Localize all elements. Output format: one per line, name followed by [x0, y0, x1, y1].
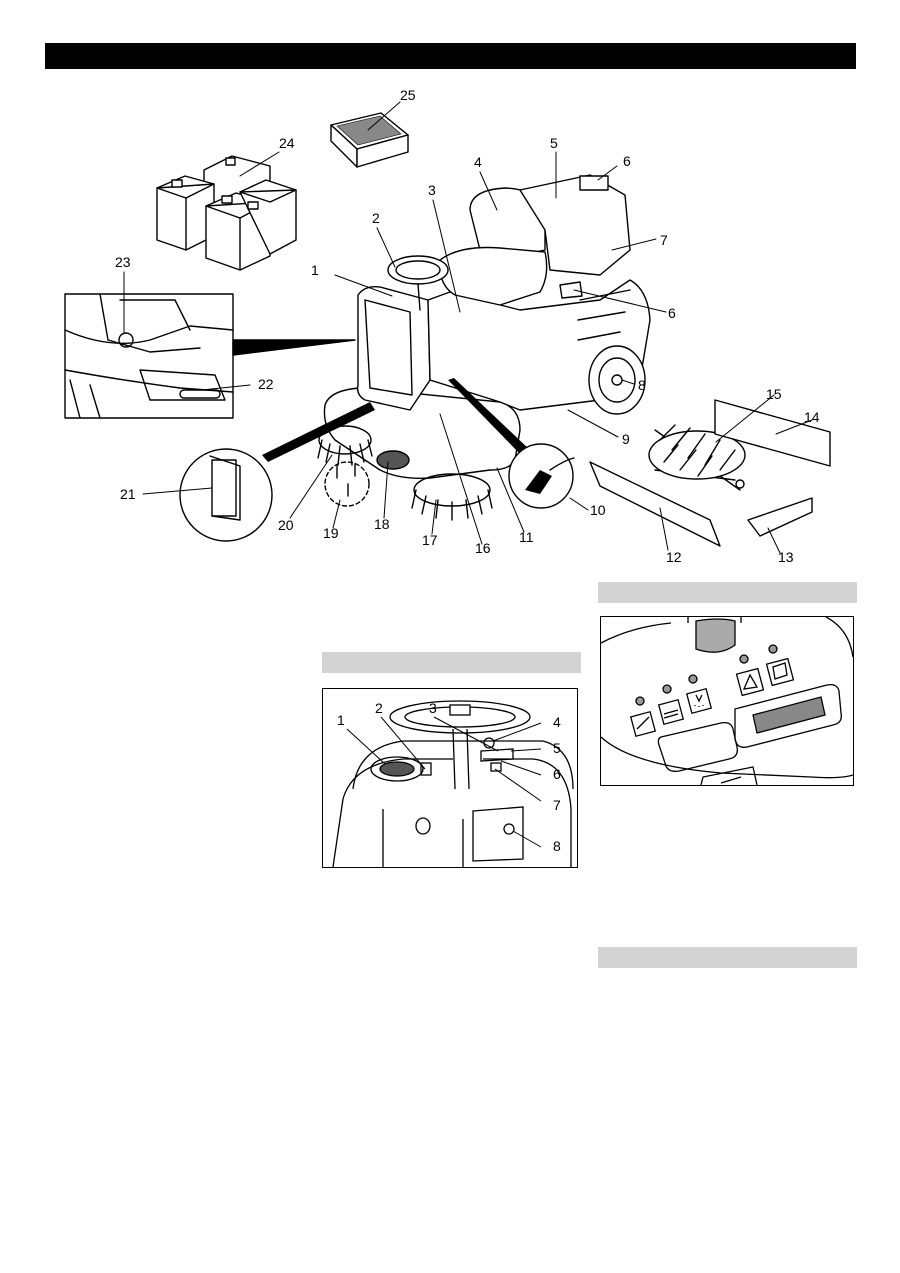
led-3	[688, 674, 698, 684]
callout-6-side: 6	[668, 305, 676, 321]
callout-24: 24	[279, 135, 295, 151]
led-5	[768, 644, 778, 654]
main-figure-callouts: 1 2 3 4 5 6 7 6 8 9 10 11 12 13 14 15 16…	[115, 87, 820, 565]
main-figure: 1 2 3 4 5 6 7 6 8 9 10 11 12 13 14 15 16…	[64, 87, 831, 565]
callout-10: 10	[590, 502, 606, 518]
left-button	[657, 721, 738, 772]
sweeper-machine-illustration	[323, 174, 651, 480]
callout-3: 3	[428, 182, 436, 198]
callout-20: 20	[278, 517, 294, 533]
control-callout-7: 7	[553, 797, 561, 813]
callout-21: 21	[120, 486, 136, 502]
callout-9: 9	[622, 431, 630, 447]
callout-11: 11	[519, 529, 534, 545]
callout-leaders	[123, 101, 813, 554]
callout-13: 13	[778, 549, 794, 565]
callout-19: 19	[323, 525, 339, 541]
filter-cartridge-illustration	[330, 112, 409, 168]
callout-15: 15	[766, 386, 782, 402]
led-4	[739, 654, 749, 664]
callout-6-top: 6	[623, 153, 631, 169]
callout-8: 8	[638, 377, 646, 393]
sealing-strip-illustration	[714, 399, 831, 467]
callout-5: 5	[550, 135, 558, 151]
rear-strip-illustration	[589, 461, 721, 547]
battery-icon	[765, 657, 795, 687]
callout-23: 23	[115, 254, 131, 270]
warning-icon	[735, 667, 765, 697]
callout-4: 4	[474, 154, 482, 170]
callout-25: 25	[400, 87, 416, 103]
callout-16: 16	[475, 540, 491, 556]
control-callout-6: 6	[553, 766, 561, 782]
control-elements-figure: 1 2 3 4 5 6 7 8	[322, 688, 578, 868]
callout-14: 14	[804, 409, 820, 425]
callout-12: 12	[666, 549, 682, 565]
batteries-illustration	[156, 155, 297, 271]
control-callout-8: 8	[553, 838, 561, 854]
control-callout-1: 1	[337, 712, 345, 728]
display-button	[734, 683, 842, 748]
control-callout-5: 5	[553, 740, 561, 756]
inset-detail-illustration	[64, 293, 234, 419]
callout-1: 1	[311, 262, 319, 278]
callout-17: 17	[422, 532, 438, 548]
control-callout-3: 3	[429, 700, 437, 716]
filter-dust-icon	[685, 687, 713, 715]
section-bar-panel	[598, 582, 857, 603]
sweep-icon	[657, 698, 685, 726]
header-bar	[45, 43, 856, 69]
section-bar-lower	[598, 947, 857, 968]
brush-icon	[629, 710, 657, 738]
callout-2: 2	[372, 210, 380, 226]
side-brushes-illustration	[317, 425, 493, 521]
control-callout-2: 2	[375, 700, 383, 716]
side-strip-illustration	[747, 497, 813, 537]
control-callout-4: 4	[553, 714, 561, 730]
led-2	[662, 684, 672, 694]
control-panel-figure	[600, 616, 854, 786]
callout-18: 18	[374, 516, 390, 532]
section-bar-controls	[322, 652, 581, 673]
control-figure-callouts: 1 2 3 4 5 6 7 8	[337, 700, 561, 854]
control-callout-leaders	[346, 716, 542, 848]
led-1	[635, 696, 645, 706]
callout-7: 7	[660, 232, 668, 248]
callout-22: 22	[258, 376, 274, 392]
roller-brush-illustration	[648, 424, 746, 491]
